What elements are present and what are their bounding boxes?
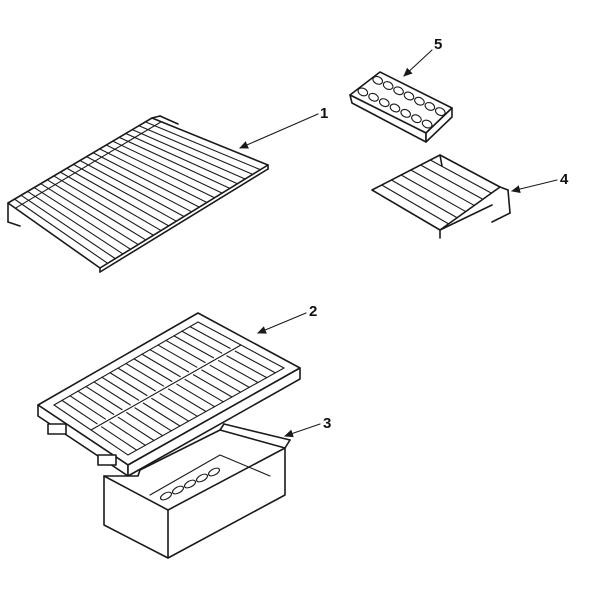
- crisper-cover-part: [37, 312, 301, 477]
- callout-4: 4: [511, 171, 569, 193]
- cover-rib: [173, 335, 215, 359]
- pan-floor-rib: [159, 491, 173, 501]
- shelf-wire-rod: [92, 152, 200, 208]
- cover-rib: [142, 402, 181, 427]
- shelf-wire-rod: [59, 171, 162, 232]
- callout-label-1: 1: [320, 105, 328, 122]
- cover-rib: [209, 364, 250, 388]
- support-wire-rod: [381, 184, 450, 225]
- pan-floor-rib: [171, 485, 185, 495]
- cover-rib: [181, 330, 223, 354]
- ice-tray-support-part: [371, 154, 511, 239]
- support-wire-rod: [400, 174, 467, 213]
- cover-rib: [176, 383, 216, 408]
- shelf-wire-rod: [85, 156, 193, 213]
- cover-rib: [117, 367, 156, 392]
- cover-rib: [226, 355, 268, 379]
- cover-rib: [189, 326, 231, 349]
- ice-cup: [378, 98, 390, 108]
- crisper-pan-part: [103, 423, 291, 559]
- cover-rib: [117, 416, 155, 442]
- ice-cup: [434, 107, 446, 117]
- ice-cup: [414, 96, 425, 106]
- cover-rib: [192, 374, 233, 398]
- cover-rib: [167, 388, 207, 413]
- ice-cup: [400, 108, 412, 118]
- ice-cup: [421, 119, 433, 129]
- cover-rib: [217, 360, 259, 384]
- ice-cup: [357, 87, 369, 97]
- cover-center-rail: [90, 344, 242, 431]
- cover-rib: [201, 369, 242, 393]
- callout-5: 5: [403, 36, 442, 77]
- ice-cup: [389, 103, 401, 113]
- ice-cup: [368, 92, 379, 102]
- shelf-wire-rod: [13, 198, 109, 264]
- shelf-wire-rod: [131, 129, 246, 180]
- callout-label-2: 2: [309, 303, 317, 320]
- ice-cup: [393, 86, 404, 96]
- cover-rib: [101, 376, 140, 401]
- pan-floor-rib: [183, 479, 197, 489]
- shelf-wire-rod: [138, 125, 254, 175]
- cover-rib: [109, 421, 146, 446]
- shelf-wire-rod: [99, 148, 208, 204]
- shelf-wire-rod: [33, 186, 132, 250]
- cover-rib: [157, 344, 198, 368]
- shelf-wire-rod: [79, 159, 185, 218]
- cover-rib: [69, 395, 106, 420]
- callout-label-5: 5: [434, 36, 442, 53]
- shelf-wire-rod: [20, 194, 116, 260]
- cover-rib: [159, 393, 198, 417]
- cover-rib: [125, 362, 165, 387]
- ice-cup: [411, 114, 422, 124]
- shelf-wire-rod: [125, 132, 239, 185]
- cover-rib: [141, 353, 181, 378]
- cover-rib: [133, 358, 173, 382]
- cover-rib: [165, 339, 206, 364]
- callout-label-3: 3: [323, 415, 331, 432]
- ice-tray-part: [349, 71, 453, 143]
- shelf-wire-rod: [105, 144, 216, 199]
- cover-rib: [234, 350, 276, 374]
- pan-floor-rib: [195, 473, 209, 483]
- support-wire-rod: [390, 179, 458, 219]
- wire-shelf-part: [7, 115, 269, 273]
- callout-3: 3: [284, 415, 331, 438]
- cover-rib: [85, 386, 123, 411]
- support-wire-rod: [420, 164, 484, 200]
- callout-1: 1: [239, 105, 328, 149]
- cover-rib: [126, 412, 164, 437]
- shelf-wire-rod: [66, 167, 170, 227]
- cover-rib: [61, 399, 98, 425]
- ice-cup: [382, 81, 394, 91]
- shelf-cross-rod: [14, 121, 162, 209]
- cover-rib: [134, 407, 172, 432]
- callout-label-4: 4: [560, 171, 569, 188]
- shelf-wire-rod: [118, 136, 231, 189]
- ice-cup: [403, 91, 415, 101]
- pan-floor-rib: [207, 467, 221, 477]
- cover-rib: [77, 390, 115, 415]
- cover-rib: [184, 378, 224, 403]
- shelf-wire-rod: [40, 183, 139, 246]
- support-wire-rod: [410, 169, 475, 206]
- shelf-wire-rod: [46, 179, 147, 241]
- cover-rib: [109, 372, 148, 397]
- shelf-wire-rod: [112, 140, 223, 194]
- cover-rib: [151, 397, 190, 422]
- shelf-wire-rod: [27, 190, 124, 255]
- cover-rib: [93, 381, 131, 406]
- cover-rib: [101, 426, 138, 451]
- shelf-wire-rod: [72, 163, 177, 222]
- shelf-wire-rod: [53, 175, 155, 236]
- callout-2: 2: [257, 303, 317, 334]
- ice-cup: [424, 101, 436, 111]
- cover-rib: [149, 349, 190, 373]
- support-wire-rod: [429, 159, 492, 194]
- ice-cup: [372, 75, 384, 85]
- shelf-wire-rod: [144, 121, 261, 171]
